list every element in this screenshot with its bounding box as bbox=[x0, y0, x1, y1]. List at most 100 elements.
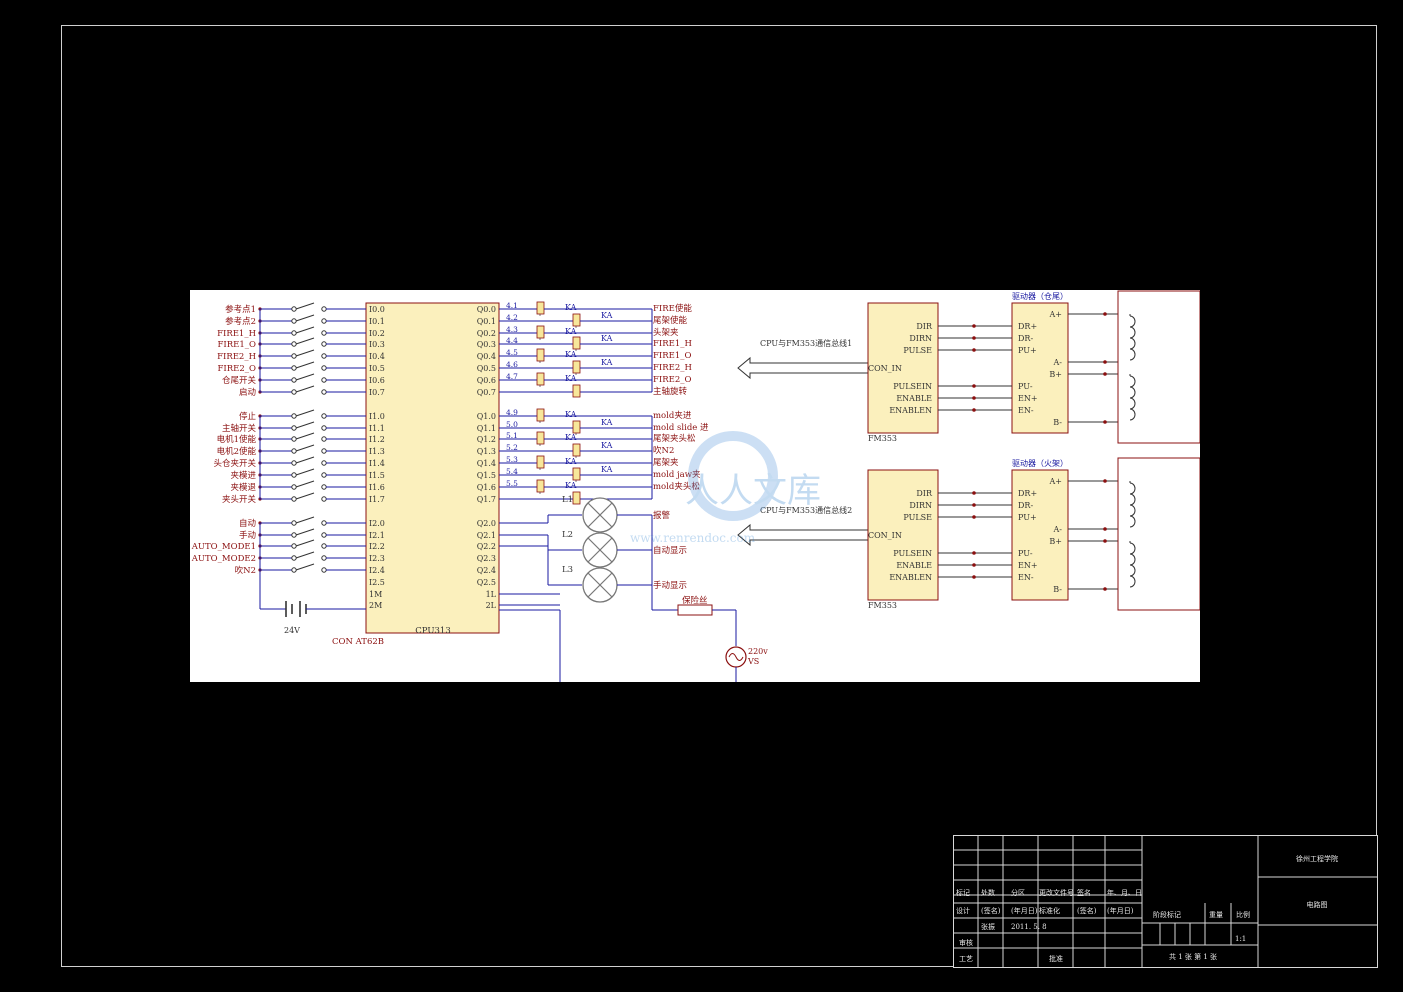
watermark-text: 人人文库 bbox=[685, 471, 821, 511]
fm353-signal: PULSEIN bbox=[893, 549, 932, 558]
plc-input-pin: I1.7 bbox=[369, 495, 385, 504]
relay-label: KA bbox=[565, 481, 577, 490]
switch-contact bbox=[321, 413, 327, 419]
fm353-module bbox=[867, 302, 939, 434]
junction-dot bbox=[972, 408, 976, 412]
lamp-label: 自动显示 bbox=[653, 545, 687, 556]
relay-label: KA bbox=[601, 418, 613, 427]
title-block-cell: 更改文件号 bbox=[1039, 888, 1074, 897]
input-label: 仓尾开关 bbox=[222, 375, 257, 386]
title-block-process: 工艺 bbox=[959, 955, 973, 963]
switch-contact bbox=[321, 448, 327, 454]
switch-contact bbox=[291, 425, 297, 431]
fm353-name: FM353 bbox=[868, 434, 897, 443]
driver-input-pin: PU+ bbox=[1018, 513, 1037, 522]
switch-contact bbox=[291, 330, 297, 336]
input-label: 启动 bbox=[239, 387, 257, 398]
junction-dot bbox=[1103, 420, 1107, 424]
source-name: VS bbox=[747, 657, 759, 666]
switch-blade bbox=[295, 551, 315, 559]
input-label: 夹头开关 bbox=[222, 494, 257, 505]
fuse bbox=[677, 604, 713, 616]
plc-output-pin: Q2.4 bbox=[477, 566, 496, 575]
input-label: 主轴开关 bbox=[222, 423, 257, 434]
driver-input-pin: EN- bbox=[1018, 406, 1034, 415]
driver-output-pin: A+ bbox=[1049, 477, 1062, 486]
relay-label: KA bbox=[565, 350, 577, 359]
switch-blade bbox=[295, 421, 315, 429]
junction-dot bbox=[1103, 372, 1107, 376]
switch-blade bbox=[295, 409, 315, 417]
plc-output-pin: Q1.1 bbox=[477, 424, 496, 433]
wire-number: 5.3 bbox=[506, 455, 518, 464]
junction-dot bbox=[1103, 527, 1107, 531]
wire-number: 5.1 bbox=[506, 431, 518, 440]
switch-contact bbox=[291, 306, 297, 312]
fm353-signal: DIR bbox=[916, 322, 933, 331]
switch-contact bbox=[321, 377, 327, 383]
switch-blade bbox=[295, 480, 315, 488]
switch-contact bbox=[291, 365, 297, 371]
stepper-driver bbox=[1011, 469, 1069, 601]
title-block-cell: 签名 bbox=[1077, 888, 1091, 897]
lamp-cross bbox=[587, 502, 613, 528]
driver-input-pin: PU+ bbox=[1018, 346, 1037, 355]
relay-label: KA bbox=[565, 433, 577, 442]
wire-number: 4.6 bbox=[506, 360, 518, 369]
relay-label: KA bbox=[601, 334, 613, 343]
switch-contact bbox=[321, 496, 327, 502]
battery-label: 24V bbox=[284, 626, 300, 635]
wire-number: 4.5 bbox=[506, 348, 518, 357]
plc-output-pin: 1L bbox=[486, 590, 497, 599]
junction-dot bbox=[972, 563, 976, 567]
switch-contact bbox=[321, 460, 327, 466]
lamp-id: L1 bbox=[562, 495, 573, 505]
fm353-module bbox=[867, 469, 939, 601]
fm353-con: CON_IN bbox=[868, 364, 902, 373]
switch-contact bbox=[291, 520, 297, 526]
relay-coil bbox=[572, 443, 581, 457]
switch-blade bbox=[295, 349, 315, 357]
switch-contact bbox=[321, 389, 327, 395]
driver-output-pin: B+ bbox=[1049, 370, 1062, 379]
title-block-cell: (签名) bbox=[1077, 906, 1097, 915]
title-block-cell: 标记 bbox=[956, 888, 970, 897]
junction-dot bbox=[972, 515, 976, 519]
relay-coil bbox=[536, 325, 545, 339]
plc-input-pin: I2.5 bbox=[369, 578, 385, 587]
driver-input-pin: EN+ bbox=[1018, 394, 1038, 403]
switch-contact bbox=[321, 532, 327, 538]
junction-dot bbox=[972, 384, 976, 388]
comm-bus-label: CPU与FM353通信总线1 bbox=[760, 338, 852, 348]
switch-contact bbox=[321, 567, 327, 573]
switch-contact bbox=[291, 567, 297, 573]
relay-label: KA bbox=[601, 441, 613, 450]
driver-output-pin: A- bbox=[1053, 358, 1063, 367]
relay-coil bbox=[572, 384, 581, 398]
output-label: FIRE1_O bbox=[653, 351, 692, 361]
input-label: 电机2使能 bbox=[217, 446, 257, 457]
plc-input-pin: I0.7 bbox=[369, 388, 385, 397]
switch-contact bbox=[291, 484, 297, 490]
fm353-signal: PULSE bbox=[903, 513, 932, 522]
plc-output-pin: Q2.2 bbox=[477, 542, 496, 551]
junction-dot bbox=[1103, 479, 1107, 483]
output-label: FIRE2_O bbox=[653, 375, 692, 385]
plc-output-pin: Q0.2 bbox=[477, 329, 496, 338]
switch-contact bbox=[291, 543, 297, 549]
junction-dot bbox=[1103, 312, 1107, 316]
plc-input-pin: I2.0 bbox=[369, 519, 385, 528]
relay-label: KA bbox=[565, 457, 577, 466]
watermark-url: www.renrendoc.com bbox=[630, 531, 756, 545]
title-block-scale-value: 1:1 bbox=[1235, 935, 1246, 943]
switch-contact bbox=[291, 318, 297, 324]
plc-input-pin: I0.5 bbox=[369, 364, 385, 373]
driver-title: 驱动器（火架） bbox=[1012, 458, 1068, 468]
drawing-title: 电路图 bbox=[1307, 900, 1328, 909]
plc-input-pin: 2M bbox=[369, 601, 382, 610]
plc-output-pin: Q0.4 bbox=[477, 352, 496, 361]
plc-input-pin: I2.1 bbox=[369, 531, 385, 540]
lamp-id: L2 bbox=[562, 530, 573, 540]
output-label: 尾架使能 bbox=[653, 315, 688, 326]
school-name: 徐州工程学院 bbox=[1296, 854, 1338, 863]
